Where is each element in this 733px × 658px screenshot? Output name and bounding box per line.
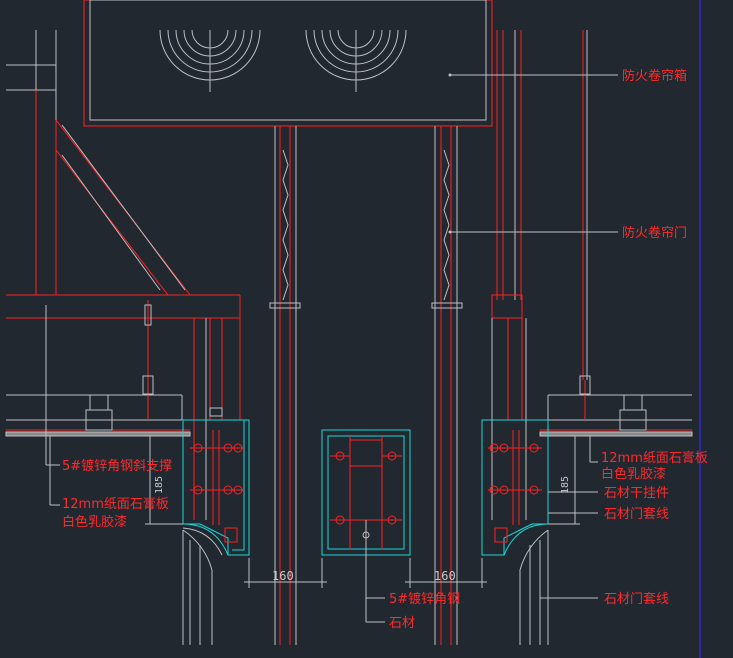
left-stone-jamb xyxy=(182,419,250,645)
fire-shutter-box xyxy=(6,0,588,380)
label-gypsum-right-2: 白色乳胶漆 xyxy=(601,466,666,482)
dimension-lines xyxy=(145,435,580,588)
label-fire-shutter-box: 防火卷帘箱 xyxy=(622,68,687,84)
left-ceiling xyxy=(5,300,241,520)
right-stone-jamb xyxy=(481,419,549,645)
leader-lines xyxy=(45,73,618,623)
dim-left-160: 160 xyxy=(272,569,294,583)
label-gypsum-left-1: 12mm纸面石膏板 xyxy=(62,496,169,512)
label-stone-dry-hang: 石材干挂件 xyxy=(604,486,669,501)
steel-truss xyxy=(6,90,241,319)
dim-left-185: 185 xyxy=(154,476,165,494)
label-gypsum-left-2: 白色乳胶漆 xyxy=(62,514,127,530)
dim-right-160: 160 xyxy=(434,569,456,583)
dim-right-185: 185 xyxy=(560,476,571,494)
right-ceiling xyxy=(491,294,693,520)
viewport-border xyxy=(700,0,733,658)
label-fire-shutter-door: 防火卷帘门 xyxy=(622,225,687,241)
label-stone-trim-1: 石材门套线 xyxy=(604,506,669,522)
center-stone-block xyxy=(321,429,411,556)
label-angle-brace: 5#镀锌角钢斜支撑 xyxy=(62,458,172,474)
label-stone: 石材 xyxy=(389,616,415,631)
label-stone-trim-2: 石材门套线 xyxy=(604,591,669,607)
label-gypsum-right-1: 12mm纸面石膏板 xyxy=(601,450,708,466)
shutter-rails xyxy=(269,126,463,645)
label-angle-steel: 5#镀锌角钢 xyxy=(389,591,460,607)
